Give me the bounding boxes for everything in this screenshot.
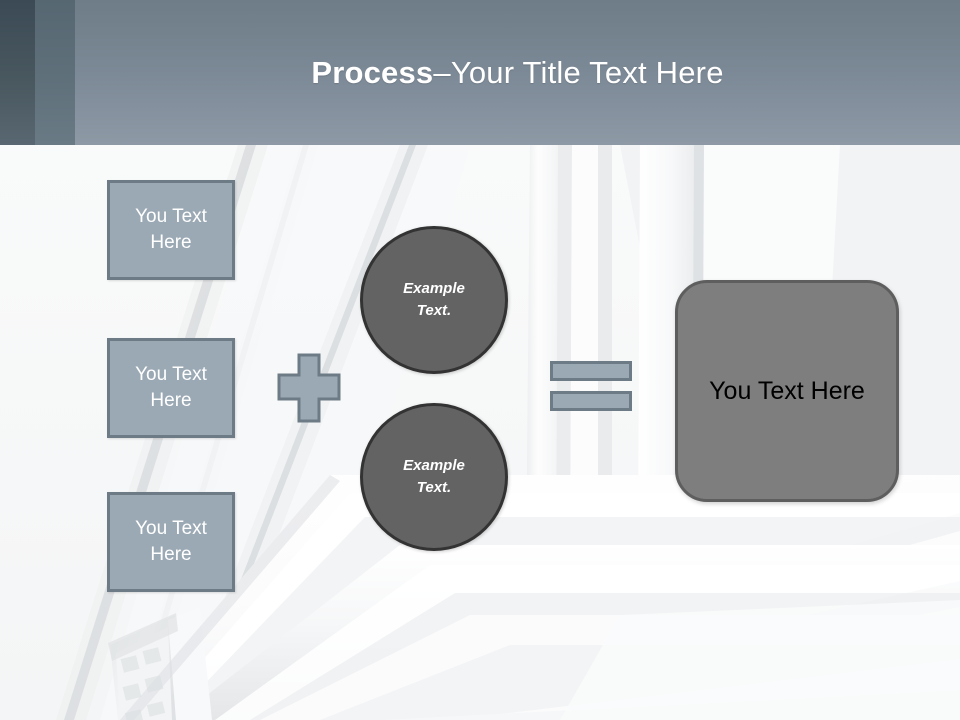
header-band-mid (35, 0, 75, 145)
process-circle-2-line1: Example (403, 456, 465, 474)
equals-bar-top (550, 361, 632, 381)
process-circle-1[interactable]: Example Text. (360, 226, 508, 374)
result-box-label: You Text Here (709, 376, 865, 405)
process-circle-2-line2: Text. (416, 479, 452, 496)
input-box-2-text: You Text Here (135, 362, 207, 413)
header-band-main (75, 0, 960, 145)
plus-shape (277, 353, 341, 423)
process-circle-2-text: Example Text. (403, 455, 465, 500)
slide-title-bold: Process (311, 54, 434, 90)
process-circle-1-line2: Text. (416, 302, 452, 319)
input-box-3-line2: Here (150, 544, 192, 565)
input-box-3-text: You Text Here (135, 516, 207, 567)
input-box-1-text: You Text Here (135, 204, 207, 255)
slide-header: Process – Your Title Text Here (0, 0, 960, 145)
equals-bar-bottom (550, 391, 632, 411)
slide-title-separator: – (433, 54, 451, 90)
process-circle-1-line1: Example (403, 279, 465, 297)
process-circle-1-text: Example Text. (403, 278, 465, 323)
input-box-1-line1: You Text (135, 206, 207, 228)
result-box[interactable]: You Text Here (675, 280, 899, 502)
input-box-2-line2: Here (150, 390, 192, 411)
input-box-3[interactable]: You Text Here (107, 492, 235, 592)
input-box-1[interactable]: You Text Here (107, 180, 235, 280)
input-box-1-line2: Here (150, 232, 192, 253)
plus-icon[interactable] (277, 353, 341, 423)
slide-title: Process – Your Title Text Here (75, 0, 960, 145)
input-box-3-line1: You Text (135, 518, 207, 540)
equals-icon[interactable] (550, 361, 632, 411)
process-circle-2[interactable]: Example Text. (360, 403, 508, 551)
header-band-dark (0, 0, 35, 145)
input-box-2-line1: You Text (135, 364, 207, 386)
input-box-2[interactable]: You Text Here (107, 338, 235, 438)
slide-title-rest: Your Title Text Here (450, 54, 724, 90)
